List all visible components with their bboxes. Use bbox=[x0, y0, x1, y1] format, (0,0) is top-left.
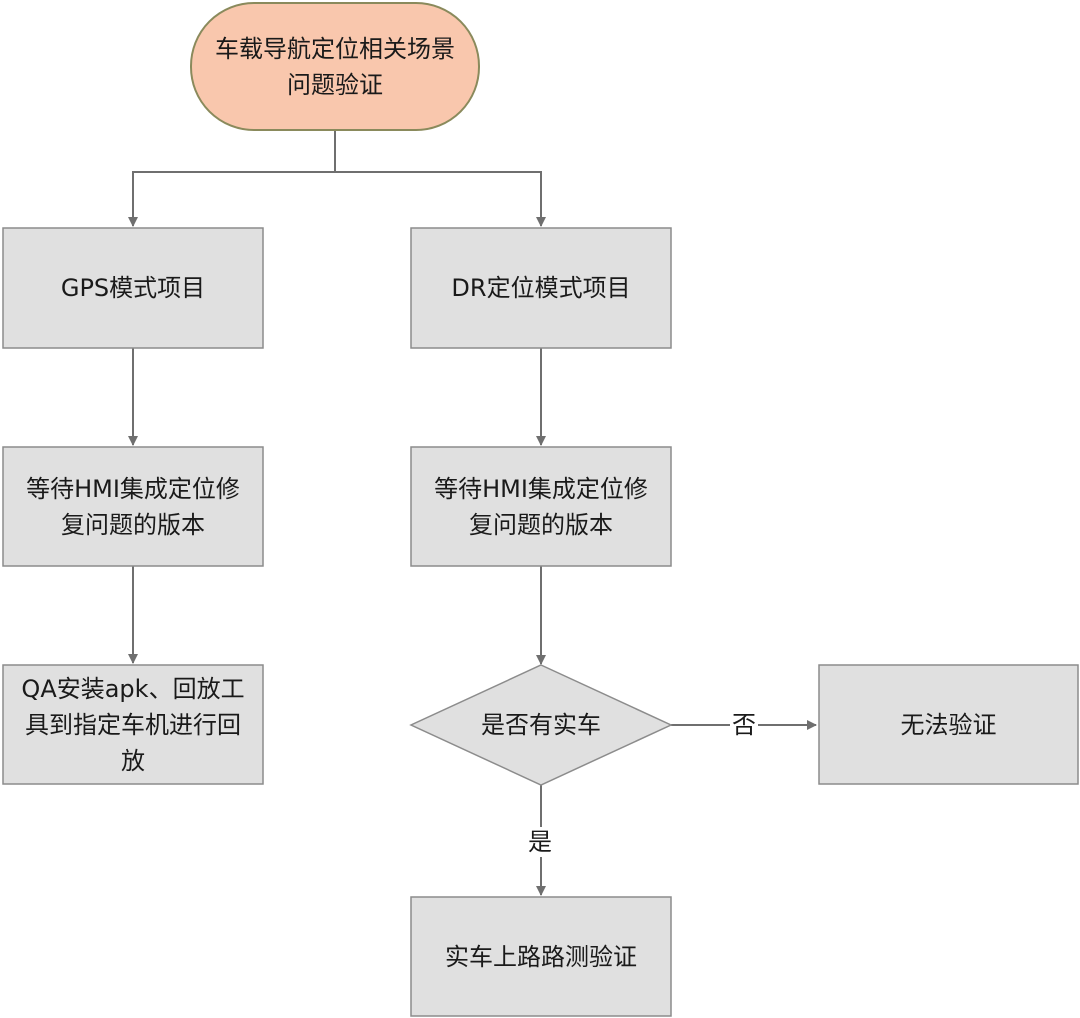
start-node-label: 车载导航定位相关场景 问题验证 bbox=[215, 34, 455, 99]
dr-wait-node: 等待HMI集成定位修 复问题的版本 bbox=[411, 447, 671, 566]
edge-start-to-gps bbox=[128, 171, 335, 227]
road-test-box-shape bbox=[410, 896, 672, 1017]
start-terminal-shape bbox=[190, 2, 480, 131]
dr-wait-label: 等待HMI集成定位修 复问题的版本 bbox=[434, 474, 648, 539]
qa-install-box-shape bbox=[2, 664, 264, 785]
qa-install-label: QA安装apk、回放工 具到指定车机进行回 放 bbox=[21, 674, 245, 775]
cannot-verify-box-shape bbox=[818, 664, 1079, 785]
has-car-decision: 是否有实车 bbox=[441, 695, 641, 755]
start-node: 车载导航定位相关场景 问题验证 bbox=[191, 3, 479, 130]
gps-box-shape bbox=[2, 227, 264, 349]
dr-wait-box-shape bbox=[410, 446, 672, 567]
road-test-node: 实车上路路测验证 bbox=[411, 897, 671, 1016]
gps-wait-node: 等待HMI集成定位修 复问题的版本 bbox=[3, 447, 263, 566]
cannot-verify-node: 无法验证 bbox=[819, 665, 1078, 784]
qa-install-node: QA安装apk、回放工 具到指定车机进行回 放 bbox=[3, 665, 263, 784]
dr-mode-label: DR定位模式项目 bbox=[451, 274, 631, 302]
gps-mode-node: GPS模式项目 bbox=[3, 228, 263, 348]
edge-yes-label: 是 bbox=[526, 827, 554, 857]
dr-mode-node: DR定位模式项目 bbox=[411, 228, 671, 348]
edge-start-to-dr bbox=[335, 171, 546, 227]
has-car-label: 是否有实车 bbox=[481, 711, 601, 739]
road-test-label: 实车上路路测验证 bbox=[445, 942, 637, 971]
has-car-decision-shape bbox=[409, 664, 673, 786]
gps-wait-box-shape bbox=[2, 446, 264, 567]
gps-mode-label: GPS模式项目 bbox=[60, 274, 206, 302]
dr-box-shape bbox=[410, 227, 672, 349]
gps-wait-label: 等待HMI集成定位修 复问题的版本 bbox=[26, 474, 240, 539]
cannot-verify-label: 无法验证 bbox=[900, 710, 997, 739]
edge-no-label: 否 bbox=[730, 710, 758, 740]
